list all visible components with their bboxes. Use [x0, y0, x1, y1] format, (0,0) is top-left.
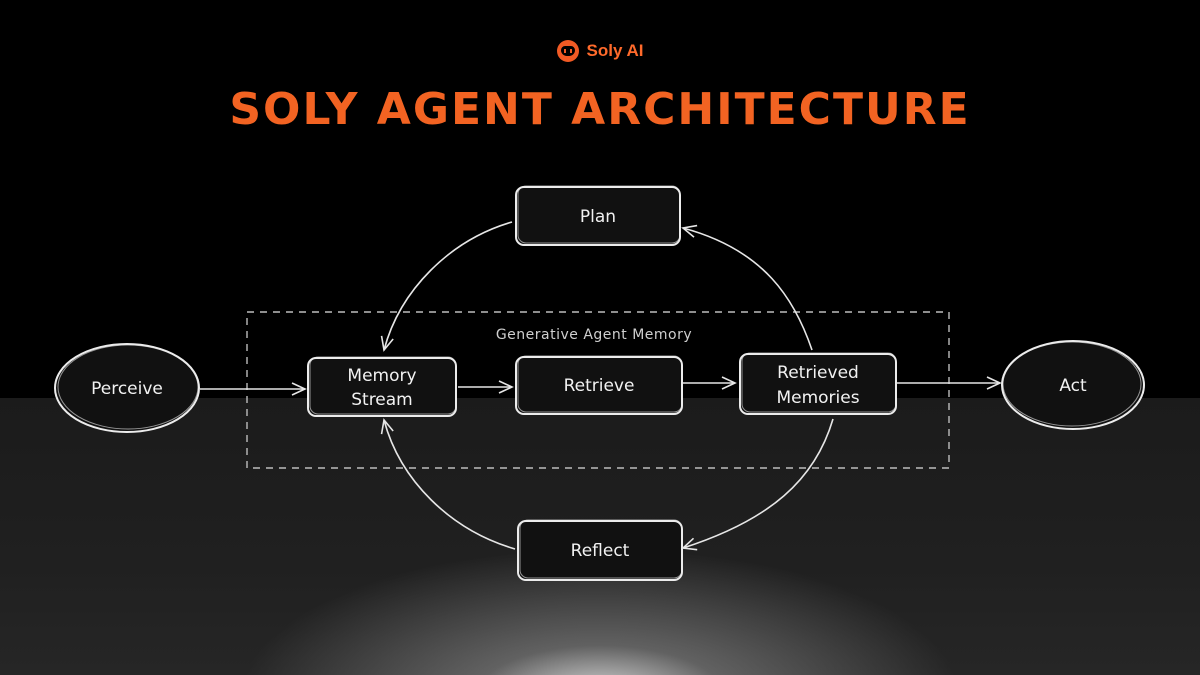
edge-plan-memory-stream	[380, 221, 513, 352]
memory-group-frame	[246, 311, 950, 469]
edge-retrieved-memories-plan	[681, 224, 813, 351]
node-retrieved-memories-label-line2: Memories	[776, 388, 859, 408]
node-memory-stream: Memory Stream	[307, 356, 457, 417]
node-reflect-label: Reflect	[571, 541, 630, 561]
node-memory-stream-label-line1: Memory	[347, 366, 416, 386]
brand-name: Soly AI	[586, 41, 644, 60]
node-act: Act	[1001, 340, 1145, 430]
node-retrieved-memories: Retrieved Memories	[739, 352, 897, 415]
page-title: SOLY AGENT ARCHITECTURE	[229, 84, 971, 135]
edge-retrieved-memories-reflect	[681, 418, 834, 551]
soly-face-icon	[556, 40, 579, 62]
node-plan: Plan	[515, 185, 681, 246]
brand: Soly AI	[0, 40, 1200, 62]
node-plan-label: Plan	[580, 207, 616, 227]
node-memory-stream-label-line2: Stream	[351, 390, 413, 410]
node-act-label: Act	[1059, 376, 1087, 396]
node-perceive: Perceive	[54, 343, 200, 433]
edge-reflect-memory-stream	[380, 418, 516, 550]
node-retrieved-memories-label-line1: Retrieved	[777, 363, 859, 383]
node-retrieve-label: Retrieve	[564, 376, 635, 396]
node-retrieve: Retrieve	[515, 355, 683, 415]
memory-group-label: Generative Agent Memory	[496, 327, 692, 343]
node-reflect: Reflect	[517, 519, 683, 581]
node-perceive-label: Perceive	[91, 379, 163, 399]
